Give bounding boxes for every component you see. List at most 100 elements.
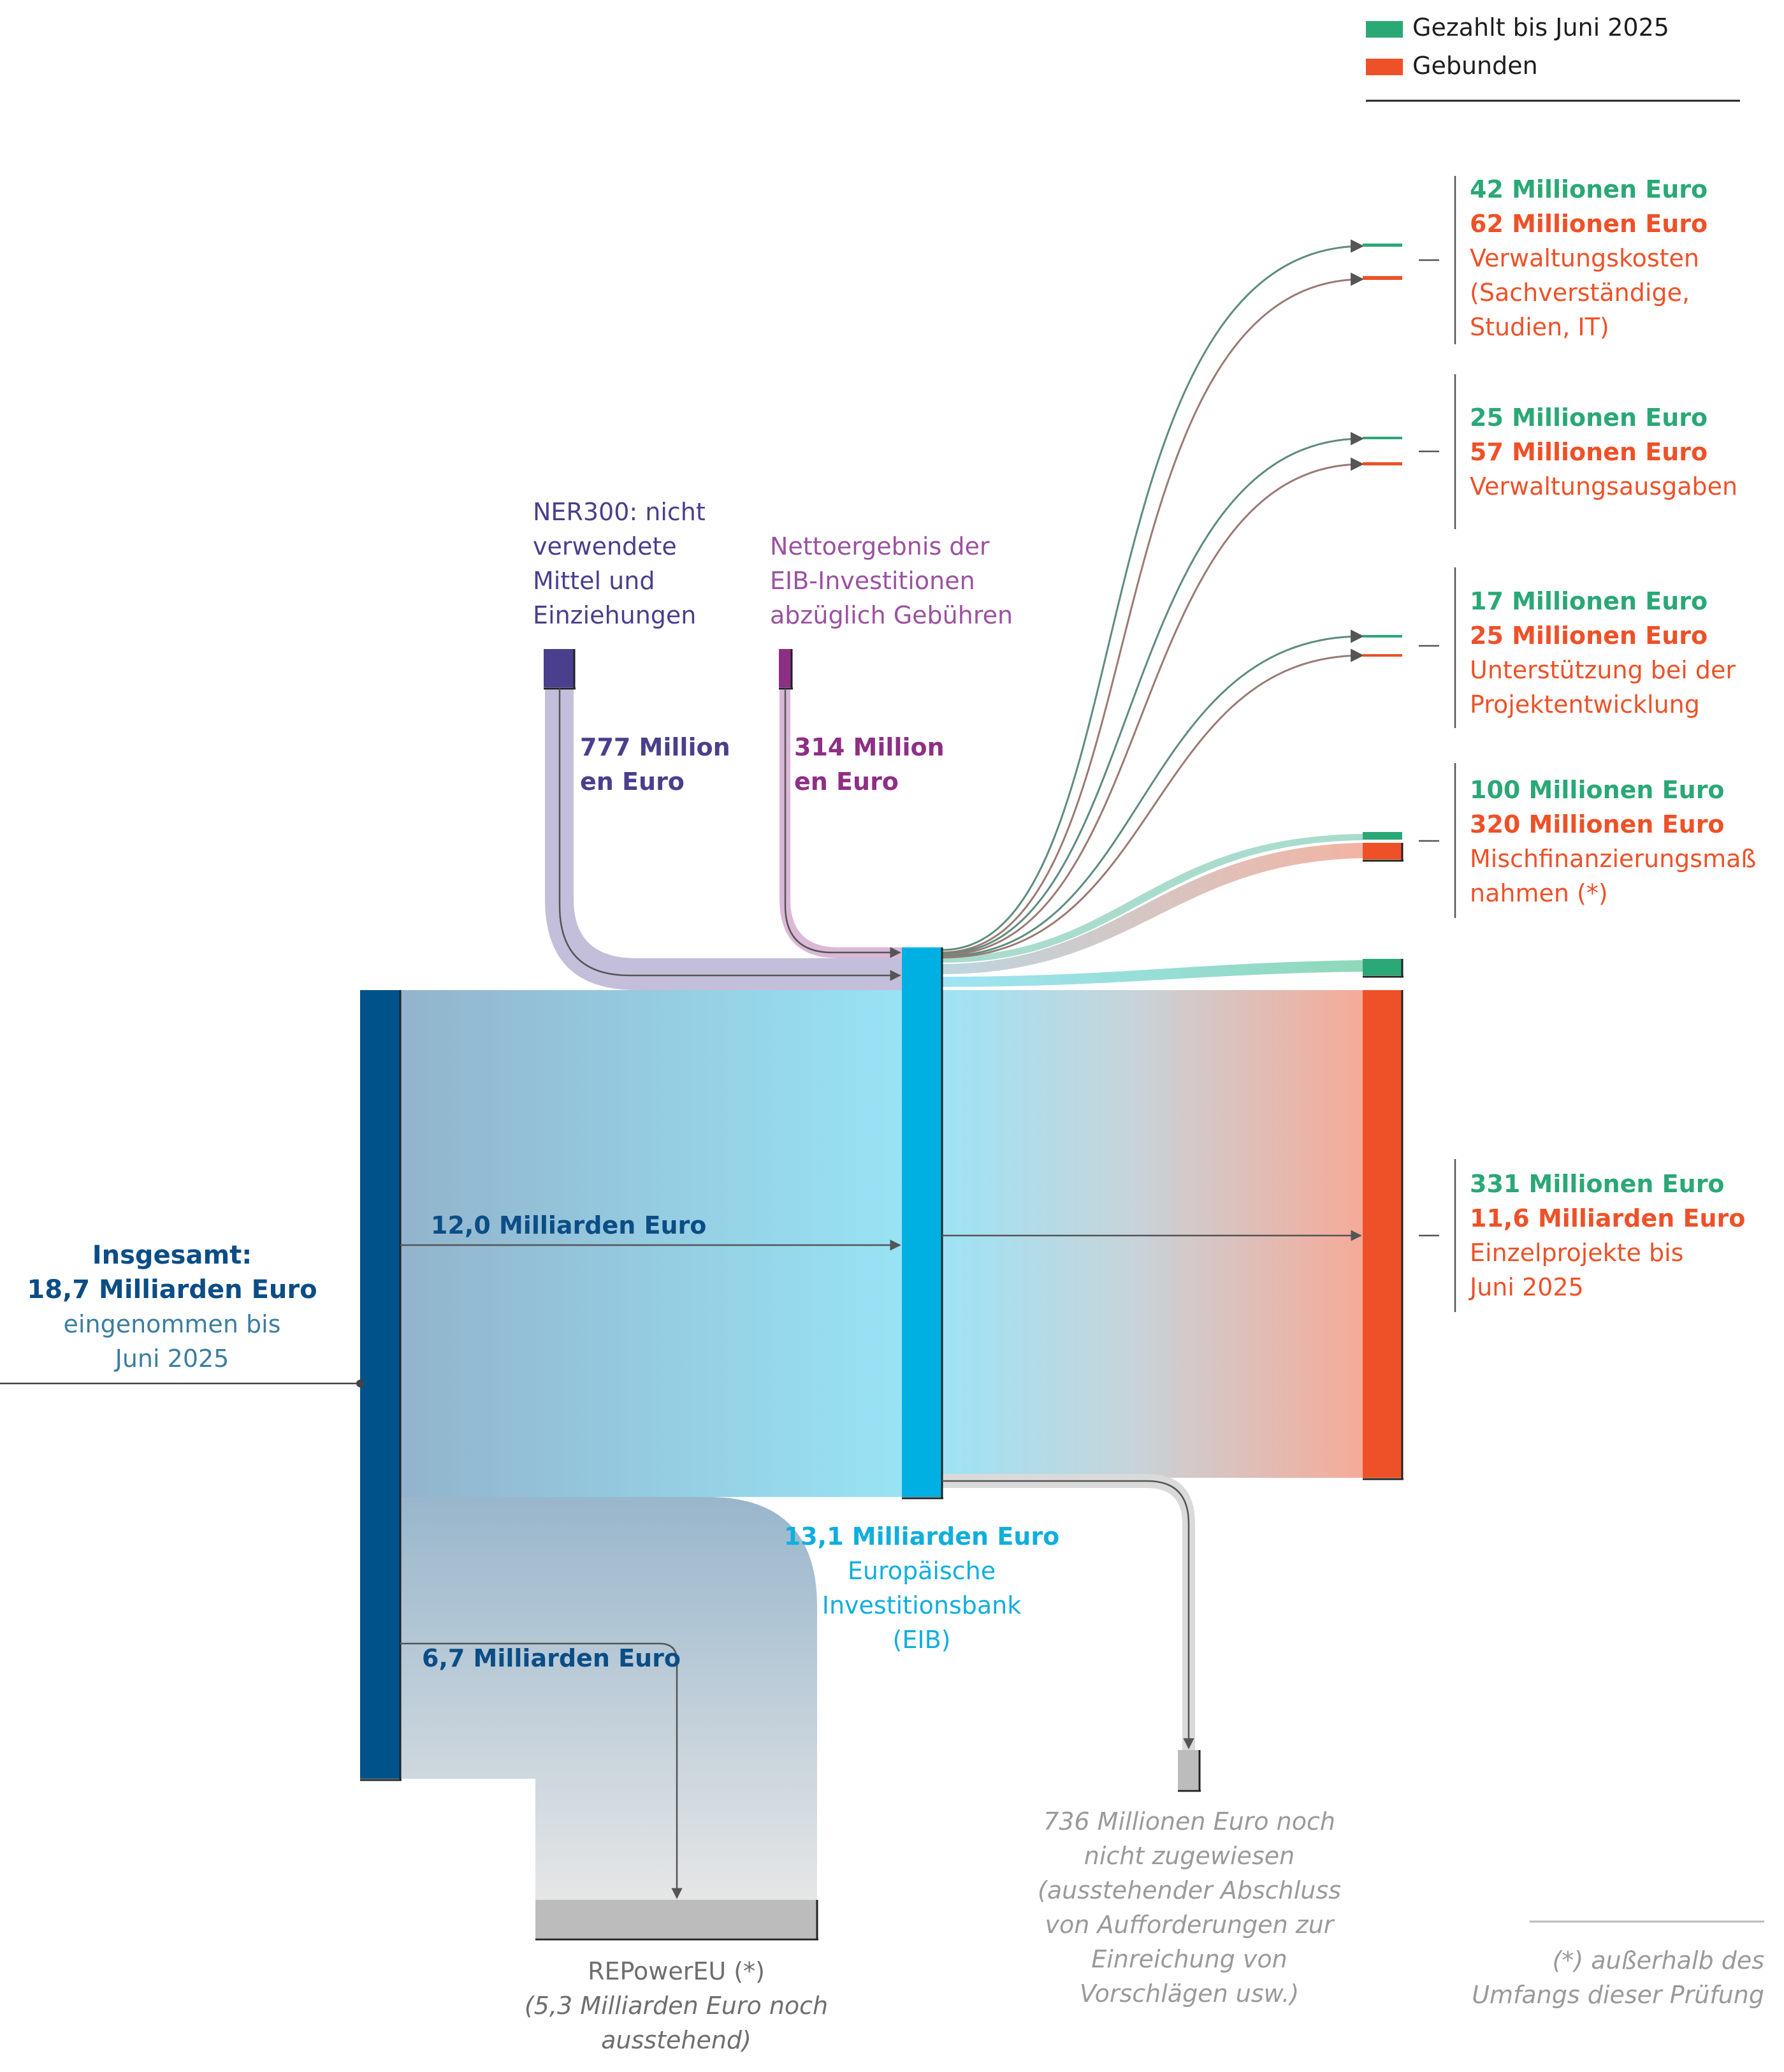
eib-income-line-3: abzüglich Gebühren	[770, 601, 1013, 629]
project-dev-desc-1: Unterstützung bei der	[1470, 656, 1736, 684]
legend-committed-label: Gebunden	[1412, 52, 1538, 80]
project-dev-committed: 25 Millionen Euro	[1470, 622, 1708, 650]
flow-band-eib-to-blending-committed	[942, 843, 1363, 974]
flow-line-admin-costs-paid	[941, 239, 1365, 951]
legend-paid-label: Gezahlt bis Juni 2025	[1412, 13, 1669, 41]
ner300-line-2: verwendete	[533, 532, 677, 560]
eib-income-amount-2: en Euro	[794, 768, 899, 796]
flow-line-admin-expenses-committed	[941, 457, 1365, 956]
repower-desc-1: (5,3 Milliarden Euro noch	[524, 1992, 829, 2020]
destination-blending: 100 Millionen Euro 320 Millionen Euro Mi…	[1470, 773, 1756, 910]
admin-costs-desc-3: Studien, IT)	[1470, 313, 1609, 341]
legend-committed-swatch	[1366, 59, 1403, 75]
repower-title: REPowerEU (*)	[588, 1957, 765, 1985]
ner300-label: NER300: nicht verwendete Mittel und Einz…	[533, 495, 706, 632]
unallocated-line-4: von Aufforderungen zur	[1045, 1911, 1334, 1939]
eib-line-2: Investitionsbank	[822, 1591, 1022, 1619]
eib-income-amount: 314 Million en Euro	[794, 730, 945, 799]
bar-admin-costs-committed	[1363, 276, 1402, 280]
bar-project-dev-paid	[1363, 635, 1402, 638]
total-title: Insgesamt:	[92, 1241, 252, 1270]
project-dev-paid: 17 Millionen Euro	[1470, 587, 1708, 615]
eib-income-amount-1: 314 Million	[794, 733, 945, 761]
node-unallocated	[1178, 1750, 1200, 1790]
unallocated-line-3: (ausstehender Abschluss	[1038, 1876, 1341, 1904]
footnote: (*) außerhalb des Umfangs dieser Prüfung	[1460, 1943, 1764, 2012]
unallocated-label: 736 Millionen Euro noch nicht zugewiesen…	[1004, 1804, 1374, 2011]
admin-costs-desc-1: Verwaltungskosten	[1470, 244, 1700, 272]
projects-desc-2: Juni 2025	[1470, 1273, 1584, 1301]
admin-costs-committed: 62 Millionen Euro	[1470, 210, 1708, 238]
arrow-total-to-repower	[400, 1642, 683, 1899]
node-total	[360, 990, 400, 1779]
destination-individual-projects: 331 Millionen Euro 11,6 Milliarden Euro …	[1470, 1167, 1745, 1304]
flow-label-to-eib: 12,0 Milliarden Euro	[431, 1211, 707, 1239]
node-ner300	[544, 649, 574, 687]
flow-band-eib-income	[780, 687, 902, 958]
eib-line-1: Europäische	[847, 1557, 996, 1585]
blending-committed: 320 Millionen Euro	[1470, 810, 1725, 838]
arrow-eib-income-to-eib	[784, 689, 901, 958]
bar-admin-expenses-committed	[1363, 462, 1402, 465]
admin-costs-paid: 42 Millionen Euro	[1470, 175, 1708, 203]
projects-committed: 11,6 Milliarden Euro	[1470, 1204, 1746, 1232]
eib-line-3: (EIB)	[892, 1626, 951, 1654]
destination-admin-costs: 42 Millionen Euro 62 Millionen Euro Verw…	[1470, 172, 1708, 344]
flow-band-total-to-eib	[400, 990, 902, 1497]
repower-label: REPowerEU (*) (5,3 Milliarden Euro noch …	[498, 1954, 855, 2057]
flow-line-admin-expenses-paid	[941, 432, 1365, 955]
unallocated-line-6: Vorschlägen usw.)	[1079, 1980, 1300, 2008]
bar-blending-committed	[1363, 843, 1402, 859]
bar-project-dev-committed	[1363, 654, 1402, 657]
total-desc-1: eingenommen bis	[63, 1310, 281, 1338]
unallocated-line-5: Einreichung von	[1091, 1945, 1287, 1973]
eib-amount: 13,1 Milliarden Euro	[783, 1522, 1060, 1550]
bar-projects-committed	[1363, 990, 1402, 1478]
arrow-eib-to-unallocated	[942, 1480, 1194, 1749]
ner300-line-1: NER300: nicht	[533, 498, 706, 526]
eib-income-line-2: EIB-Investitionen	[770, 567, 975, 595]
flow-band-ner300	[545, 687, 902, 990]
total-desc-2: Juni 2025	[115, 1345, 229, 1373]
flow-label-to-repower: 6,7 Milliarden Euro	[422, 1644, 681, 1672]
flow-band-eib-to-paid-projects	[942, 960, 1363, 987]
bar-admin-expenses-paid	[1363, 437, 1402, 439]
unallocated-line-2: nicht zugewiesen	[1084, 1842, 1295, 1870]
blending-paid: 100 Millionen Euro	[1470, 776, 1725, 804]
blending-desc-2: nahmen (*)	[1470, 879, 1608, 907]
eib-income-line-1: Nettoergebnis der	[770, 532, 990, 560]
projects-paid: 331 Millionen Euro	[1470, 1170, 1725, 1198]
flow-band-eib-to-projects	[942, 990, 1363, 1478]
eib-label: 13,1 Milliarden Euro Europäische Investi…	[762, 1519, 1081, 1657]
admin-expenses-committed: 57 Millionen Euro	[1470, 438, 1708, 466]
eib-income-label: Nettoergebnis der EIB-Investitionen abzü…	[770, 529, 1013, 632]
projects-desc-1: Einzelprojekte bis	[1470, 1239, 1684, 1267]
total-amount: 18,7 Milliarden Euro	[27, 1275, 317, 1304]
unallocated-line-1: 736 Millionen Euro noch	[1043, 1807, 1335, 1835]
flow-line-admin-costs-committed	[941, 272, 1365, 954]
ner300-line-4: Einziehungen	[533, 601, 697, 629]
ner300-line-3: Mittel und	[533, 567, 655, 595]
flow-line-project-dev-committed	[941, 648, 1365, 959]
arrow-ner300-to-eib	[558, 689, 901, 981]
ner300-amount-2: en Euro	[580, 768, 685, 796]
admin-expenses-paid: 25 Millionen Euro	[1470, 404, 1708, 432]
blending-desc-1: Mischfinanzierungsmaß	[1470, 845, 1757, 873]
node-eib-income	[779, 649, 792, 687]
ner300-amount: 777 Million en Euro	[580, 730, 730, 799]
flow-band-repower	[400, 1497, 817, 1900]
node-eib	[902, 947, 942, 1497]
repower-desc-2: ausstehend)	[601, 2026, 751, 2054]
node-repower	[535, 1900, 817, 1938]
footnote-line-1: (*) außerhalb des	[1552, 1946, 1764, 1974]
admin-costs-desc-2: (Sachverständige,	[1470, 279, 1690, 307]
admin-expenses-desc-1: Verwaltungsausgaben	[1470, 472, 1738, 500]
bar-admin-costs-paid	[1363, 244, 1402, 247]
footnote-line-2: Umfangs dieser Prüfung	[1472, 1981, 1764, 2009]
ner300-amount-1: 777 Million	[580, 733, 730, 761]
flow-line-project-dev-paid	[941, 629, 1365, 958]
bar-blending-paid	[1363, 832, 1402, 840]
legend-paid-swatch	[1366, 21, 1403, 38]
